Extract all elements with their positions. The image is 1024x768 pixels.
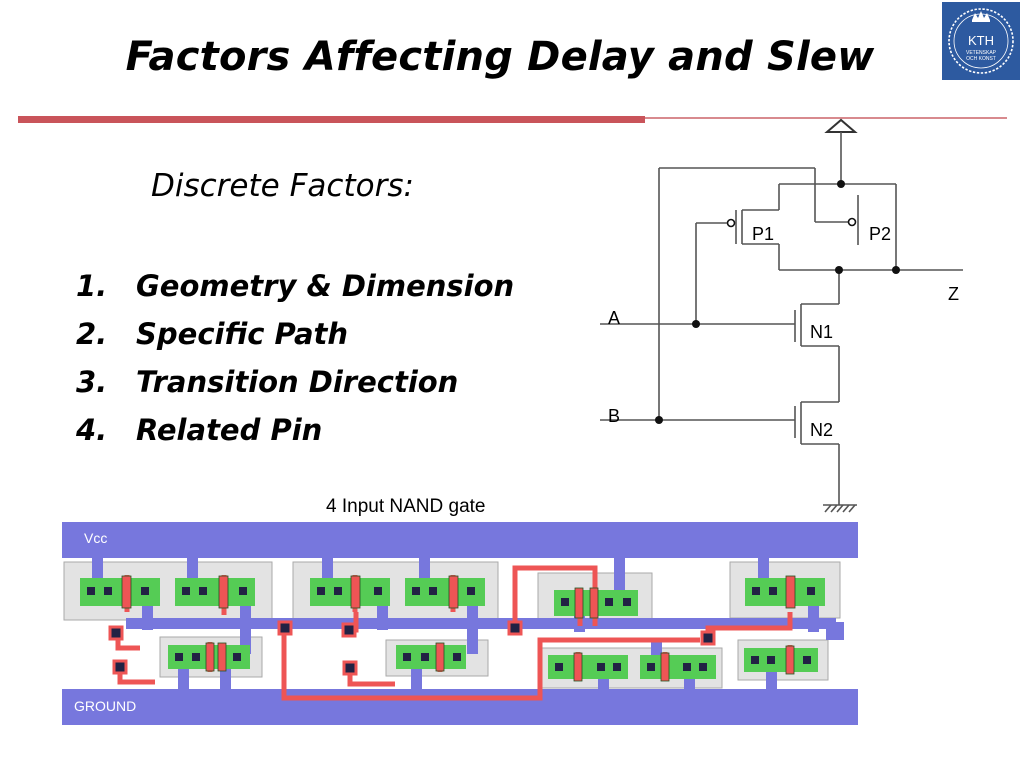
- factor-item: 4.Related Pin: [76, 413, 323, 447]
- label-output-z: Z: [948, 284, 959, 304]
- junction-dot: [655, 416, 663, 424]
- label-p2: P2: [869, 224, 891, 244]
- vcc-rail: [62, 522, 858, 558]
- ground-label: GROUND: [74, 698, 136, 714]
- subheading: Discrete Factors:: [151, 168, 414, 204]
- logo-subtext-2: OCH KONST: [966, 56, 996, 62]
- logo-text: KTH: [968, 33, 994, 48]
- logo-subtext-1: VETENSKAP: [966, 50, 997, 56]
- junction-dot: [892, 266, 900, 274]
- ground-rail: [62, 689, 858, 725]
- factor-list: 1.Geometry & Dimension 2.Specific Path 3…: [76, 266, 514, 458]
- kth-crest-icon: KTH VETENSKAP OCH KONST: [948, 8, 1014, 74]
- label-input-a: A: [608, 308, 620, 328]
- title-divider-thin: [645, 117, 1007, 119]
- junction-dot: [692, 320, 700, 328]
- factor-item: 1.Geometry & Dimension: [76, 269, 515, 303]
- label-input-b: B: [608, 406, 620, 426]
- slide-title: Factors Affecting Delay and Slew: [125, 34, 875, 80]
- factor-item: 2.Specific Path: [76, 317, 349, 351]
- junction-dot: [835, 266, 843, 274]
- vcc-label: Vcc: [84, 530, 107, 546]
- label-p1: P1: [752, 224, 774, 244]
- label-n2: N2: [810, 420, 833, 440]
- factor-item: 3.Transition Direction: [76, 365, 459, 399]
- kth-logo: KTH VETENSKAP OCH KONST: [942, 2, 1020, 80]
- layout-caption: 4 Input NAND gate: [326, 496, 486, 517]
- junction-dot: [837, 180, 845, 188]
- label-n1: N1: [810, 322, 833, 342]
- title-divider-thick: [18, 116, 645, 123]
